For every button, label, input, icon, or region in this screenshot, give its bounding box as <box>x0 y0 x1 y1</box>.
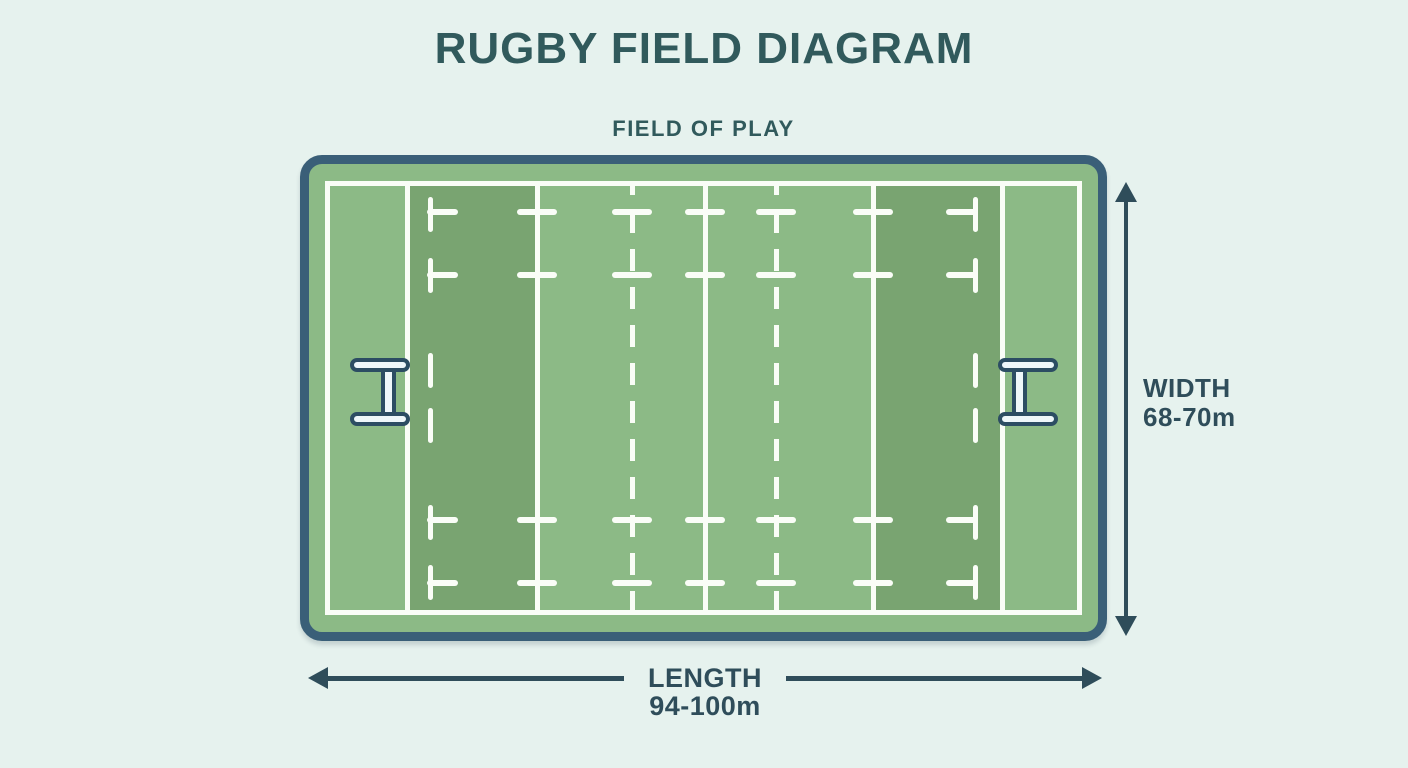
hash-mark <box>946 272 977 278</box>
hash-mark <box>517 272 557 278</box>
halfway-line <box>703 181 708 615</box>
hash-mark <box>517 209 557 215</box>
hash-mark <box>517 580 557 586</box>
goalpost-crossbar <box>998 412 1058 426</box>
length-value: 94-100m <box>649 691 761 721</box>
22m-line-left <box>535 181 540 615</box>
hash-mark <box>612 209 652 215</box>
hash-mark <box>756 580 796 586</box>
5m-dash-line-right <box>973 408 978 443</box>
rugby-field <box>300 155 1107 641</box>
hash-mark <box>612 272 652 278</box>
hash-mark <box>685 580 725 586</box>
arrow-line <box>328 675 624 681</box>
goalpost-icon <box>350 358 410 426</box>
22m-zone-right <box>873 181 1002 615</box>
hash-mark <box>946 517 977 523</box>
5m-dash-line-left <box>428 353 433 388</box>
hash-mark <box>946 209 977 215</box>
hash-mark <box>853 580 893 586</box>
length-label: LENGTH <box>648 662 762 693</box>
hash-mark <box>517 517 557 523</box>
goalpost-crossbar <box>998 358 1058 372</box>
double-arrow-horizontal-icon: LENGTH <box>308 661 1102 695</box>
goal-line-left <box>405 181 410 615</box>
goalpost-crossbar <box>350 412 410 426</box>
page-title: RUGBY FIELD DIAGRAM <box>434 24 974 73</box>
hash-mark <box>853 272 893 278</box>
hash-mark <box>946 580 977 586</box>
width-value: 68-70m <box>1143 402 1236 432</box>
field-markings <box>309 164 1098 632</box>
width-dimension-label: WIDTH 68-70m <box>1143 374 1236 432</box>
hash-mark <box>612 580 652 586</box>
5m-dash-line-right <box>973 353 978 388</box>
hash-mark <box>427 209 458 215</box>
arrowhead-down <box>1115 616 1137 636</box>
hash-mark <box>853 209 893 215</box>
hash-mark <box>853 517 893 523</box>
goalpost-icon <box>998 358 1058 426</box>
field-of-play-label: FIELD OF PLAY <box>612 116 795 141</box>
arrow-line <box>786 675 1082 681</box>
arrowhead-left <box>308 667 328 689</box>
hash-mark <box>685 209 725 215</box>
goal-line-right <box>1000 181 1005 615</box>
hash-mark <box>756 517 796 523</box>
hash-mark <box>685 517 725 523</box>
10m-line-right <box>774 181 779 615</box>
22m-zone-left <box>407 181 537 615</box>
hash-mark <box>427 517 458 523</box>
hash-mark <box>612 517 652 523</box>
goalpost-crossbar <box>350 358 410 372</box>
hash-mark <box>756 272 796 278</box>
goalpost-stem <box>381 363 396 421</box>
goalpost-stem <box>1012 363 1027 421</box>
hash-mark <box>756 209 796 215</box>
double-arrow-vertical-icon <box>1115 182 1137 636</box>
arrowhead-up <box>1115 182 1137 202</box>
5m-dash-line-left <box>428 408 433 443</box>
10m-line-left <box>630 181 635 615</box>
arrowhead-right <box>1082 667 1102 689</box>
22m-line-right <box>871 181 876 615</box>
hash-mark <box>427 272 458 278</box>
hash-mark <box>427 580 458 586</box>
hash-mark <box>685 272 725 278</box>
width-label: WIDTH <box>1143 373 1231 403</box>
arrow-line <box>1124 198 1128 620</box>
